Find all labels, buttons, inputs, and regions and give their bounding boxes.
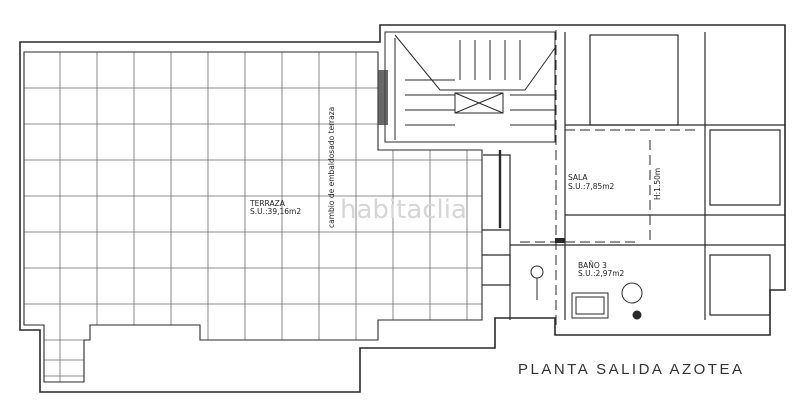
sink-icon — [571, 292, 609, 319]
room-name-terraza: TERRAZA — [249, 199, 286, 208]
stair-block — [378, 31, 556, 143]
dashed-projection-lines — [520, 30, 700, 330]
room-area-terraza: S.U.:39,16m2 — [250, 207, 301, 216]
bathroom-fixtures — [530, 238, 643, 320]
watermark: habitaclia — [340, 195, 467, 225]
ceiling-height-note: H:1.50m — [653, 168, 662, 200]
room-area-sala: S.U.:7,85m2 — [568, 182, 615, 191]
shower-icon — [530, 265, 544, 300]
terrace-boundary — [23, 51, 483, 383]
room-area-bano: S.U.:2,97m2 — [578, 269, 625, 278]
plan-title: PLANTA SALIDA AZOTEA — [518, 361, 744, 378]
paving-change-note: cambio de embaldosado terraza — [327, 107, 336, 228]
toilet-icon — [621, 282, 643, 320]
interior-walls — [482, 32, 785, 320]
room-name-sala: SALA — [568, 173, 588, 182]
room-name-bano: BAÑO 3 — [578, 261, 607, 270]
building-outline — [19, 24, 786, 393]
